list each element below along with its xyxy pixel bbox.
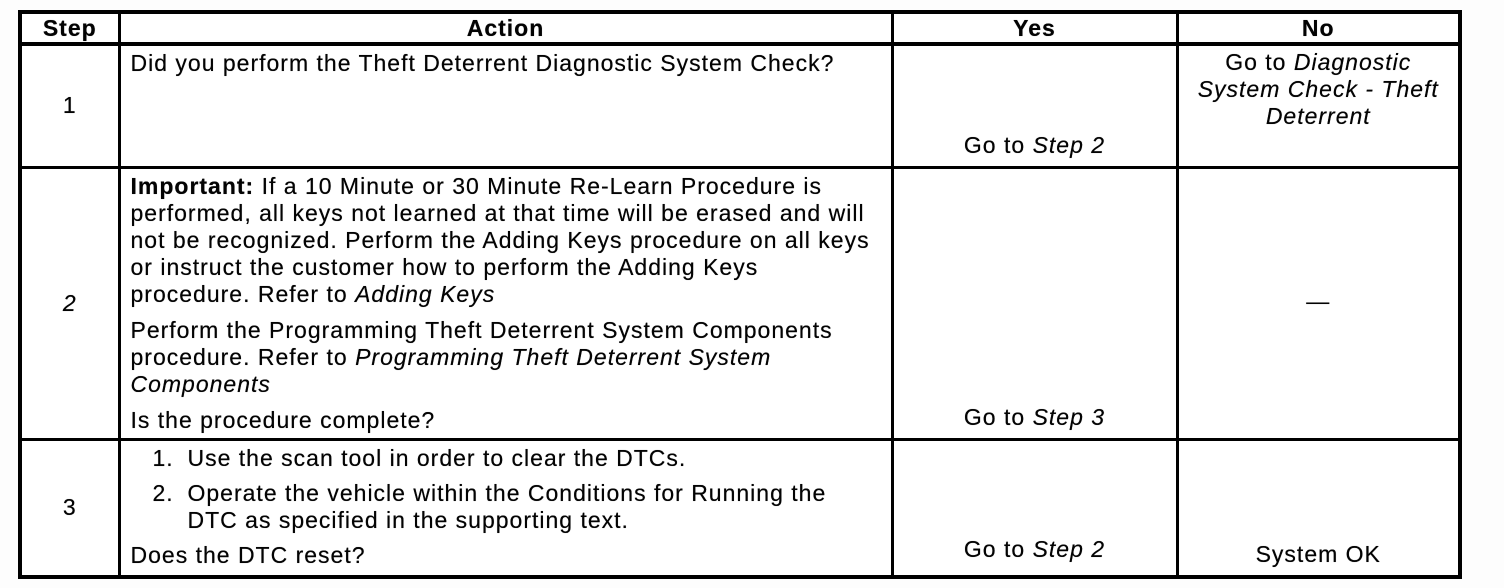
list-item: 2. Operate the vehicle within the Condit… <box>131 480 877 534</box>
important-label: Important: <box>130 172 255 199</box>
column-header-action: Action <box>117 10 894 46</box>
step-reference: Step 2 <box>1032 536 1106 562</box>
procedure-note: Perform the Programming Theft Deterrent … <box>131 317 877 398</box>
step-number-3: 3 <box>18 437 121 579</box>
action-question: Does the DTC reset? <box>130 541 366 568</box>
important-text: If a 10 Minute or 30 Minute Re-Learn Pro… <box>130 172 870 307</box>
step-number-label: 2 <box>62 289 77 316</box>
step-reference: Step 3 <box>1032 403 1106 430</box>
action-question: Is the procedure complete? <box>130 406 436 433</box>
action-cell-1: Did you perform the Theft Deterrent Diag… <box>117 42 894 169</box>
no-reference: Go to Diagnostic System Check - Theft De… <box>1192 49 1444 130</box>
table-row: 1 Did you perform the Theft Deterrent Di… <box>18 42 1462 169</box>
list-item-text: Operate the vehicle within the Condition… <box>187 479 827 533</box>
step-reference: Step 2 <box>1032 131 1106 158</box>
step-number-1: 1 <box>18 42 121 169</box>
column-header-yes: Yes <box>890 10 1179 46</box>
diagnostic-table: Step Action Yes No 1 Did you perform the… <box>18 10 1462 579</box>
list-item-number: 1. <box>152 444 174 471</box>
table-row: 2 Important: If a 10 Minute or 30 Minute… <box>18 165 1462 441</box>
procedure-reference: Diagnostic System Check - Theft Deterren… <box>1197 49 1439 129</box>
procedure-reference: Programming Theft Deterrent System Compo… <box>130 343 772 397</box>
column-header-step: Step <box>18 10 121 46</box>
action-question: Did you perform the Theft Deterrent Diag… <box>130 50 835 76</box>
list-item: 1. Use the scan tool in order to clear t… <box>131 445 877 472</box>
procedure-reference: Adding Keys <box>355 280 496 307</box>
no-cell-1: Go to Diagnostic System Check - Theft De… <box>1175 42 1462 169</box>
step-number-label: 1 <box>62 92 77 119</box>
goto-prefix: Go to <box>963 536 1033 562</box>
procedure-text: Perform the Programming Theft Deterrent … <box>130 316 833 370</box>
yes-reference: Go to Step 2 <box>900 132 1170 159</box>
goto-prefix: Go to <box>1225 49 1294 75</box>
yes-reference: Go to Step 2 <box>900 536 1170 568</box>
no-cell-3: System OK <box>1175 437 1462 579</box>
step-number-label: 3 <box>62 494 77 521</box>
result-text: System OK <box>1255 541 1381 567</box>
yes-cell-2: Go to Step 3 <box>890 165 1179 441</box>
action-cell-2: Important: If a 10 Minute or 30 Minute R… <box>117 165 894 441</box>
list-item-number: 2. <box>152 479 174 506</box>
goto-prefix: Go to <box>963 403 1033 430</box>
table-row: 3 1. Use the scan tool in order to clear… <box>18 437 1462 579</box>
step-number-2: 2 <box>18 165 121 441</box>
important-note: Important: If a 10 Minute or 30 Minute R… <box>131 173 877 308</box>
yes-cell-3: Go to Step 2 <box>890 437 1179 579</box>
goto-prefix: Go to <box>963 131 1033 158</box>
table-header-row: Step Action Yes No <box>18 10 1462 46</box>
action-cell-3: 1. Use the scan tool in order to clear t… <box>117 437 894 579</box>
yes-reference: Go to Step 3 <box>900 404 1170 431</box>
list-item-text: Use the scan tool in order to clear the … <box>187 444 687 471</box>
no-cell-2: — <box>1175 165 1462 441</box>
yes-cell-1: Go to Step 2 <box>890 42 1179 169</box>
column-header-no: No <box>1175 10 1462 46</box>
result-dash: — <box>1306 287 1331 314</box>
